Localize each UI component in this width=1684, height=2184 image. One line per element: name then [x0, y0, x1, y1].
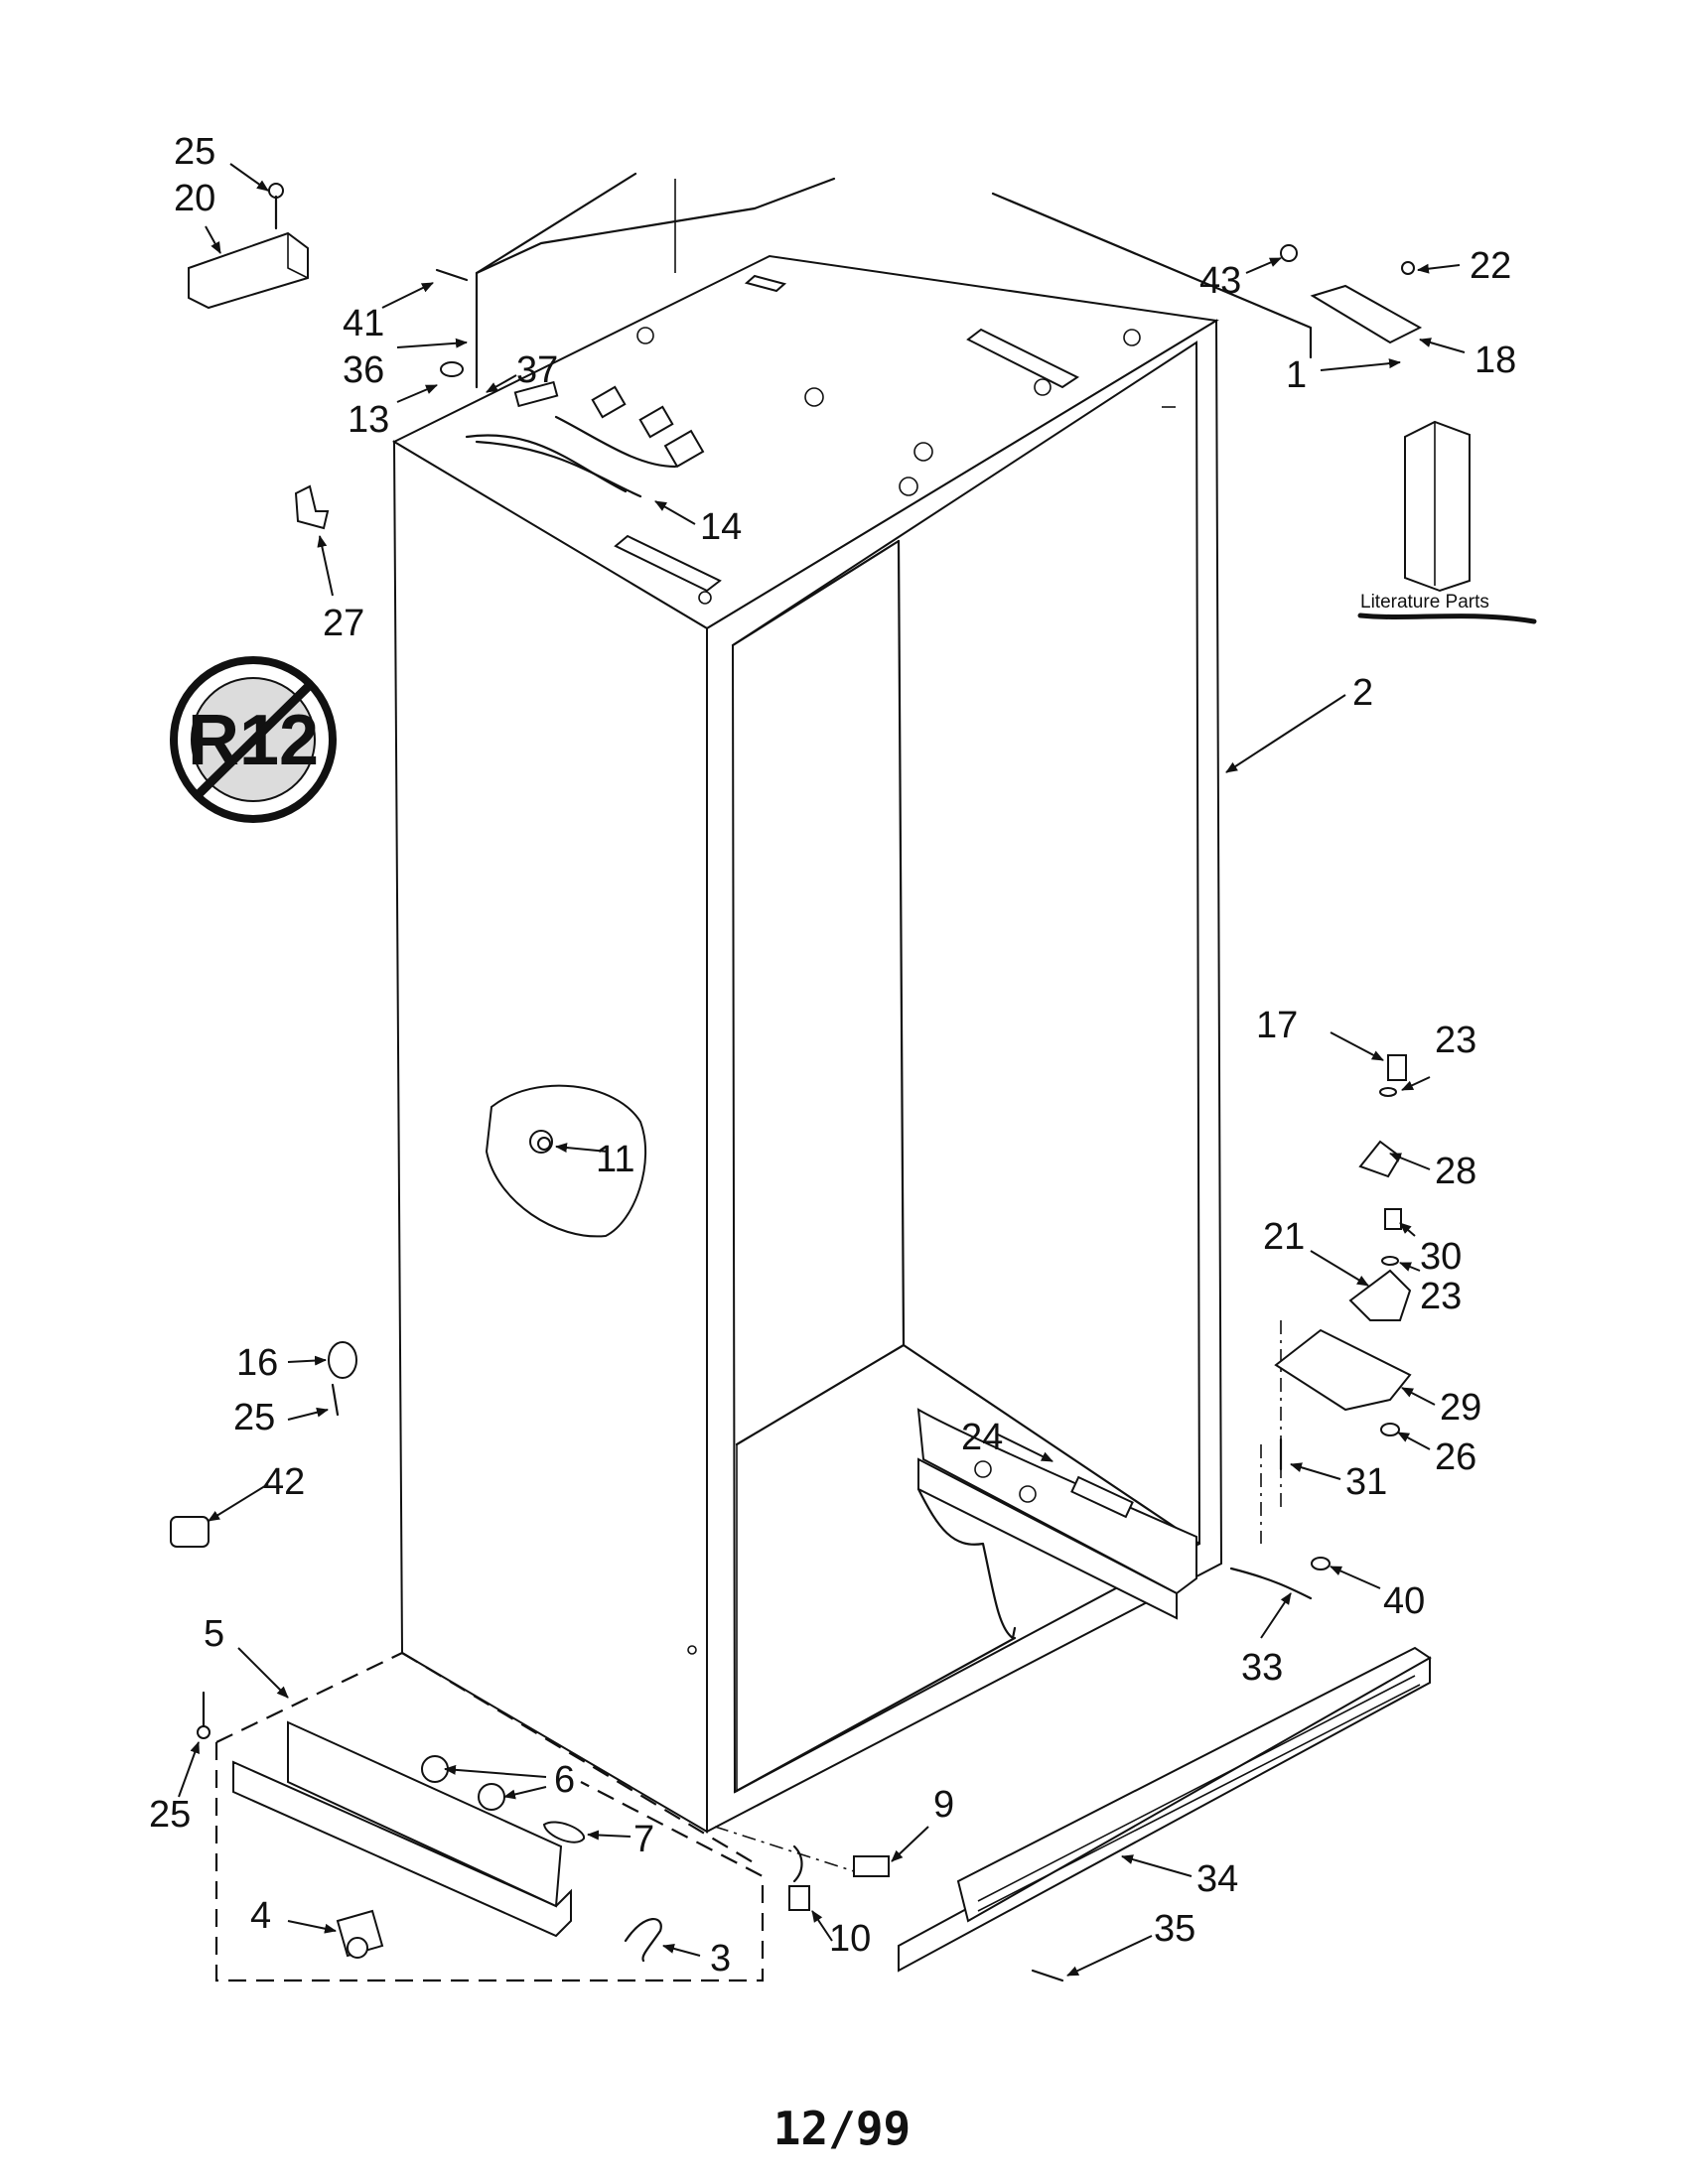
callout-43: 43: [1199, 260, 1241, 302]
callout-41: 41: [343, 303, 384, 344]
callout-24: 24: [961, 1417, 1003, 1458]
callout-6: 6: [554, 1759, 575, 1801]
callout-14: 14: [700, 506, 742, 548]
callout-17: 17: [1256, 1005, 1298, 1046]
callout-13: 13: [348, 399, 389, 441]
callout-33: 33: [1241, 1647, 1283, 1689]
callout-25-top: 25: [174, 131, 215, 173]
callout-21: 21: [1263, 1216, 1305, 1258]
callout-18: 18: [1474, 340, 1516, 381]
footer-date: 12/99: [773, 2102, 911, 2155]
callout-1: 1: [1286, 354, 1307, 396]
callout-22: 22: [1470, 245, 1511, 287]
callout-40: 40: [1383, 1580, 1425, 1622]
literature-parts-label: Literature Parts: [1360, 592, 1489, 613]
callout-4: 4: [250, 1895, 271, 1937]
callout-23-top: 23: [1435, 1020, 1476, 1061]
callout-numbers: 25 20 41 36 37 13 14 27 43 22 18 1 2 11 …: [149, 131, 1516, 1979]
callout-3: 3: [710, 1938, 731, 1979]
base-assembly-dashed-box: [197, 1652, 765, 1982]
callout-37: 37: [516, 349, 558, 391]
callout-9: 9: [933, 1784, 954, 1826]
callout-27: 27: [323, 603, 364, 644]
callout-25-mid: 25: [233, 1397, 275, 1438]
callout-23-bottom: 23: [1420, 1276, 1462, 1317]
callout-36: 36: [343, 349, 384, 391]
callout-35: 35: [1154, 1908, 1195, 1950]
callout-2: 2: [1352, 672, 1373, 714]
callout-16: 16: [236, 1342, 278, 1384]
cabinet-shell: [391, 172, 1313, 1834]
callout-31: 31: [1345, 1461, 1387, 1503]
wire-harness-14: [465, 380, 705, 498]
callout-26: 26: [1435, 1436, 1476, 1478]
no-r12-badge: R12: [170, 656, 337, 823]
callout-5: 5: [204, 1613, 224, 1655]
callout-28: 28: [1435, 1151, 1476, 1192]
callout-34: 34: [1196, 1858, 1238, 1900]
callout-10: 10: [829, 1918, 871, 1960]
callout-20: 20: [174, 178, 215, 219]
callout-11: 11: [596, 1139, 634, 1180]
small-parts: [170, 183, 1471, 1982]
leaders: [178, 163, 1466, 1977]
callout-7: 7: [633, 1819, 654, 1860]
callout-30: 30: [1420, 1236, 1462, 1278]
callout-29: 29: [1440, 1387, 1481, 1429]
callout-25-bottom: 25: [149, 1794, 191, 1836]
callout-42: 42: [263, 1461, 305, 1503]
toe-grille-34: [898, 1646, 1432, 1973]
